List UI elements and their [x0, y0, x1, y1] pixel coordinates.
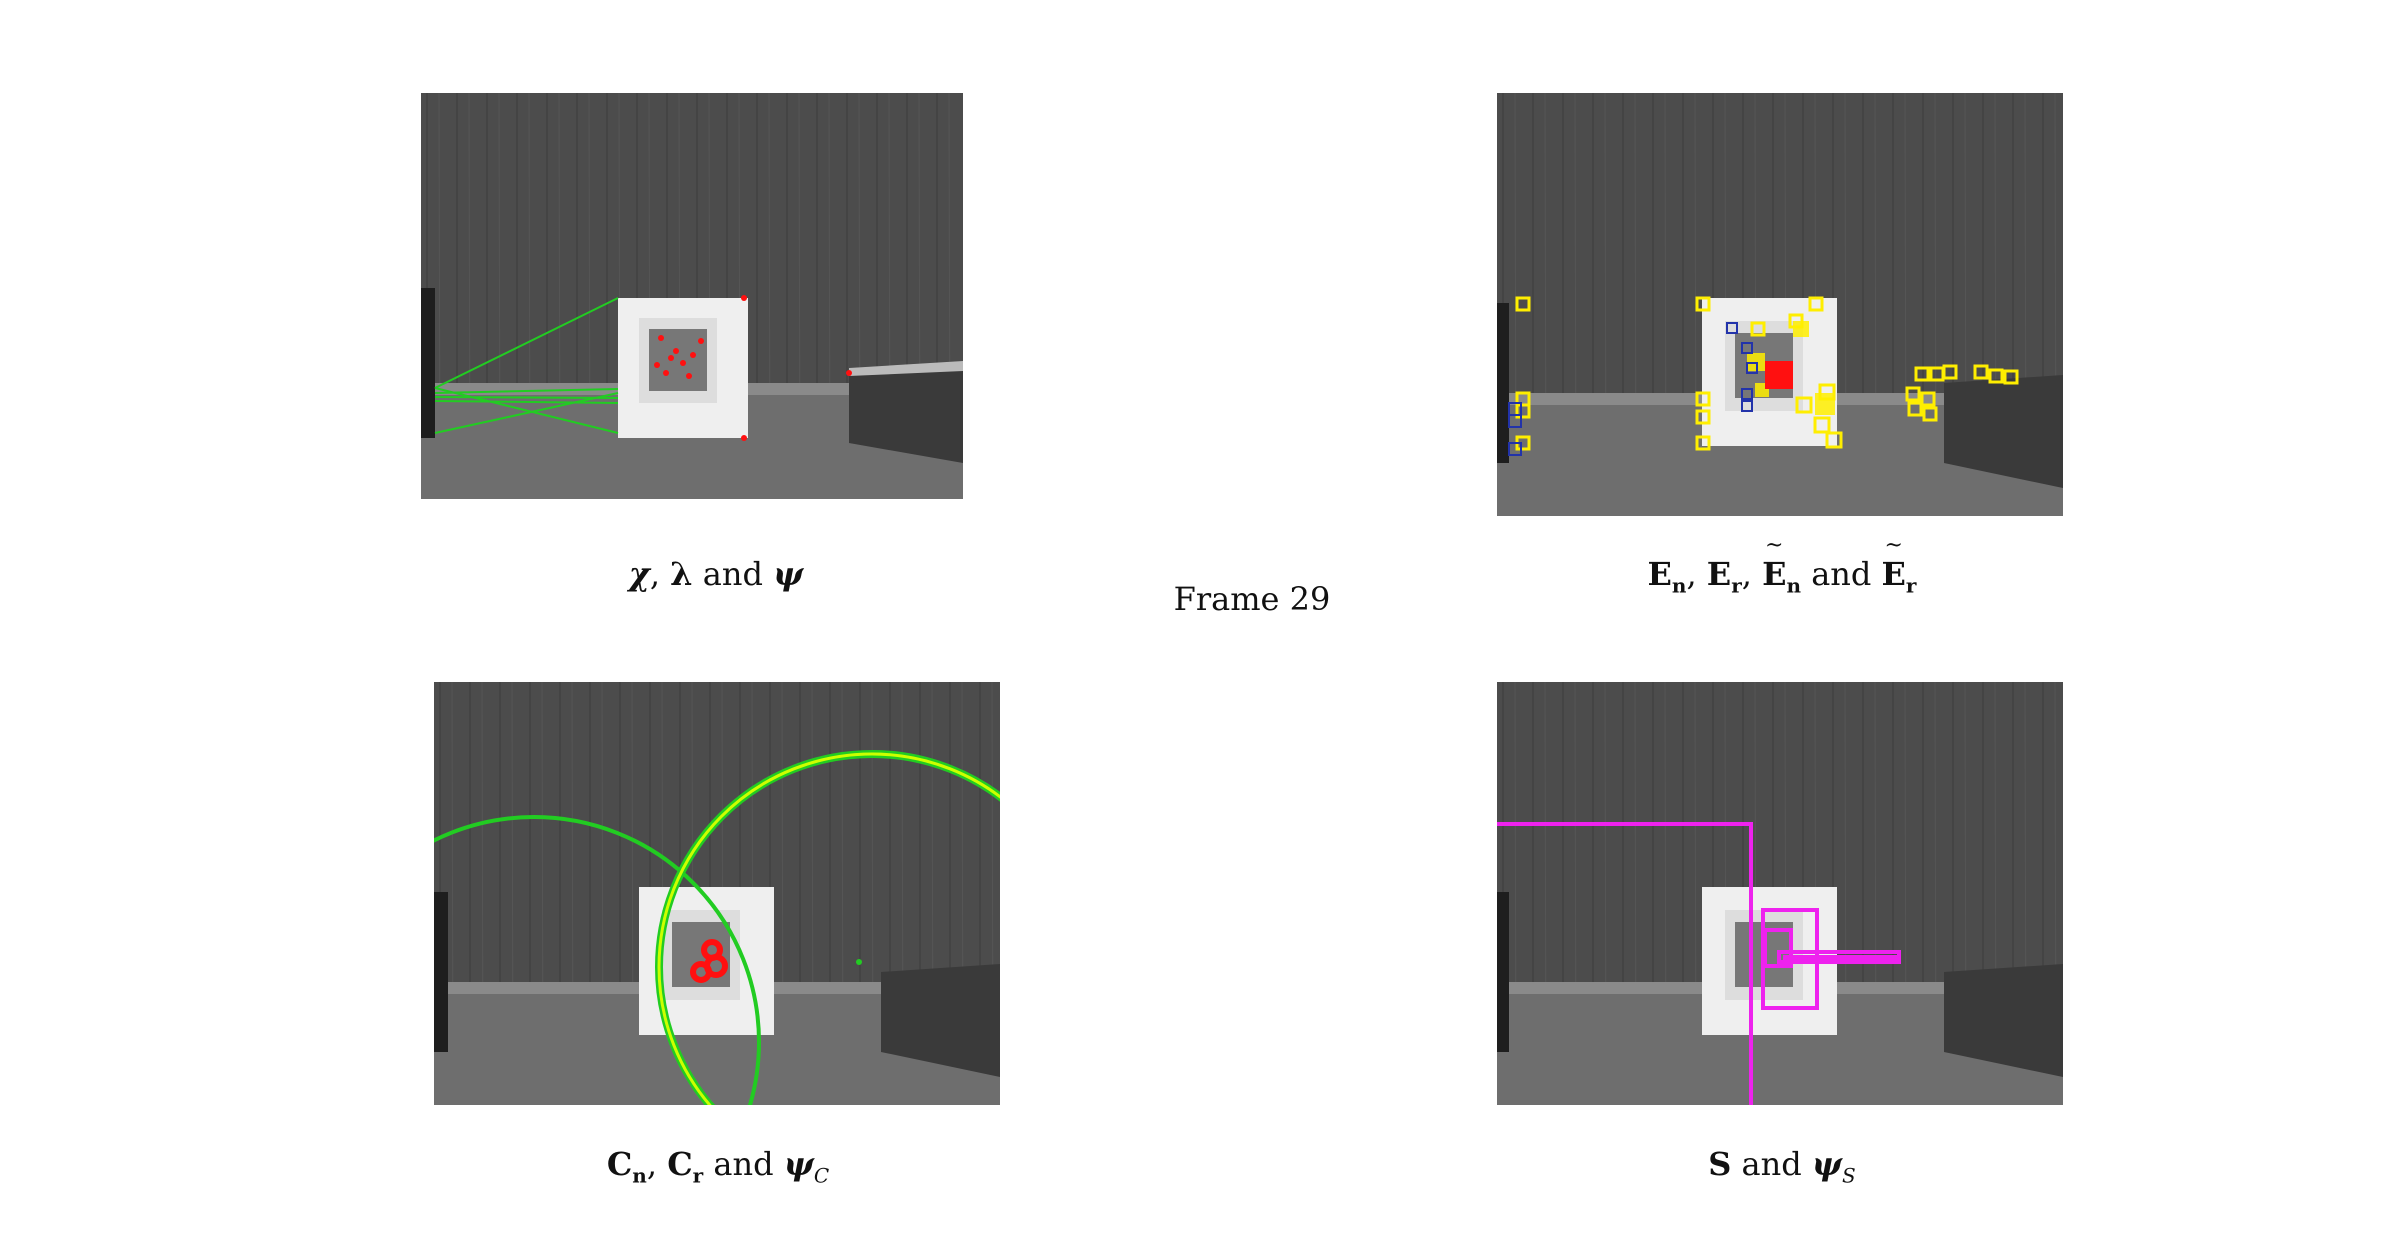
feature-points — [654, 295, 852, 441]
blue-boxes — [1508, 322, 1758, 456]
panel-bottom-right — [1497, 682, 2063, 1105]
frame-label: Frame 29 — [1173, 580, 1331, 618]
circle-overlays — [434, 750, 1000, 1105]
magenta-windows — [1497, 822, 1901, 1105]
scene-correspondences — [421, 93, 963, 499]
caption-top-right: En, Er, En and Er — [1648, 555, 1917, 597]
red-circles — [690, 939, 728, 983]
left-object — [421, 288, 435, 438]
caption-bottom-left: Cn, Cr and ψC — [606, 1145, 830, 1188]
caption-bottom-right: S and ψS — [1708, 1145, 1856, 1188]
red-target — [1765, 361, 1793, 389]
panel-top-left — [421, 93, 963, 499]
correspondence-lines — [434, 297, 619, 434]
panel-bottom-left — [434, 682, 1000, 1105]
scene-edge-boxes — [1497, 93, 2063, 516]
panel-top-right — [1497, 93, 2063, 516]
caption-top-left: χ, λ and ψ — [628, 555, 804, 593]
scene-circles — [434, 682, 1000, 1105]
right-box — [849, 361, 963, 463]
scene-search — [1497, 682, 2063, 1105]
